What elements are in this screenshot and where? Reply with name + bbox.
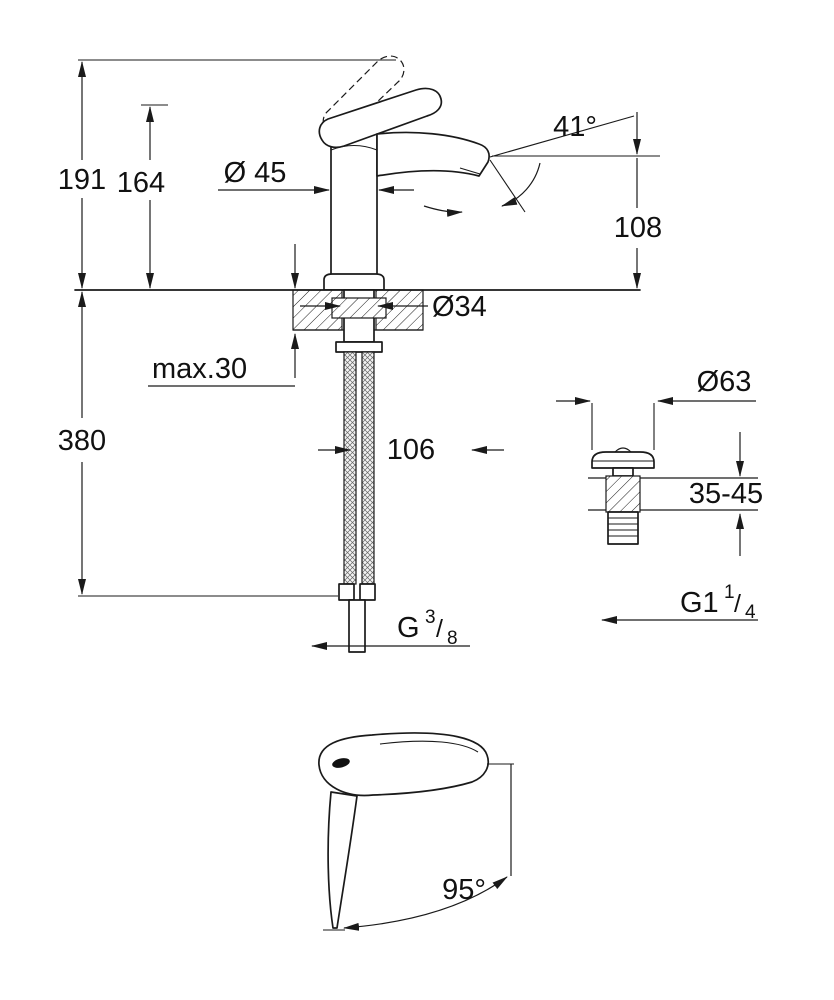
angle-arc	[501, 162, 541, 207]
dim-41-label: 41°	[553, 111, 597, 143]
dimension-191: 191	[58, 59, 396, 289]
dim-max30-label: max.30	[152, 353, 247, 385]
faucet-spout	[376, 131, 490, 177]
dimension-35-45: 35-45	[689, 432, 763, 556]
drain-body	[605, 475, 641, 513]
hose-end-nut-right	[359, 583, 376, 601]
dim-g38-slash: /	[436, 615, 443, 643]
faucet-head-joint-line	[330, 144, 378, 151]
drain-cap	[591, 451, 655, 469]
dim-g38-denominator: 8	[447, 628, 458, 649]
dim-g38-base: G	[397, 612, 420, 644]
drain-thread-lines	[608, 517, 638, 537]
dim-164-label: 164	[117, 167, 165, 199]
dimension-106: 106	[318, 434, 504, 466]
dim-g114-denominator: 4	[745, 602, 756, 623]
dim-106-label: 106	[387, 434, 435, 466]
drain-neck	[612, 467, 634, 477]
dimension-max30: max.30	[148, 244, 299, 387]
faucet-base-flange	[323, 273, 385, 291]
dim-dia63-label: Ø63	[697, 366, 752, 398]
dim-95-label: 95°	[442, 874, 486, 906]
drain-fitting-view	[588, 447, 758, 545]
dimension-41deg: 41°	[423, 111, 660, 217]
dimension-380: 380	[58, 291, 338, 597]
swing-arc	[343, 876, 508, 931]
dim-g38-numerator: 3	[425, 607, 436, 628]
faucet-side-view	[318, 55, 490, 291]
dimension-g114: G1 1 / 4	[601, 582, 758, 624]
handle-top-view: 95°	[318, 732, 514, 931]
hose-connector-block	[335, 341, 383, 353]
handle-inner-line	[379, 740, 479, 753]
hose-end-nut-left	[338, 583, 355, 601]
drain-threaded-section	[607, 511, 639, 545]
dim-380-label: 380	[58, 425, 106, 457]
flow-direction-arrow	[423, 205, 463, 217]
dimension-dia34: Ø34	[300, 291, 487, 323]
drain-cap-knob	[614, 447, 632, 453]
counter-and-mounting	[74, 289, 641, 653]
flexible-hose-right	[361, 351, 375, 585]
dim-108-label: 108	[614, 212, 662, 244]
dimension-164: 164	[117, 104, 168, 289]
dim-35-45-label: 35-45	[689, 478, 763, 510]
hose-threaded-tail	[348, 599, 366, 653]
faucet-lever	[318, 87, 443, 149]
spout-axis-extension	[489, 115, 635, 158]
dimension-dia45: Ø 45	[218, 157, 414, 194]
dimension-108: 108	[614, 158, 662, 289]
spout-aerator-line	[459, 167, 481, 175]
angle-reference-line	[489, 159, 526, 213]
handle-rotated-position	[327, 791, 358, 929]
dimension-dia63: Ø63	[556, 366, 756, 450]
dim-g114-numerator: 1	[724, 582, 735, 603]
handle-outline	[318, 732, 490, 797]
dimension-g38: G 3 / 8	[311, 607, 470, 650]
dim-g114-slash: /	[734, 590, 741, 618]
handle-slot	[332, 758, 350, 768]
dim-g114-base: G1	[680, 587, 719, 619]
mounting-nut	[331, 297, 387, 319]
dim-191-label: 191	[58, 164, 106, 196]
flexible-hose-left	[343, 351, 357, 585]
dim-dia45-label: Ø 45	[224, 157, 287, 189]
dim-dia34-label: Ø34	[432, 291, 487, 323]
